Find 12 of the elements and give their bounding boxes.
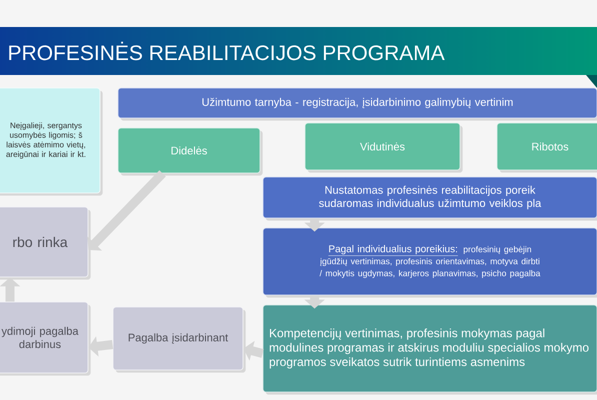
title: PROFESINĖS REABILITACIJOS PROGRAMA — [9, 42, 445, 60]
process-box: Kompetencijų vertinimas, profesinis mokymas pagal modulines programas ir atskirus moduliu specialios mokymo programos sveikatos sutrik turintiems asmenims — [262, 304, 597, 395]
category-box: Didelės — [118, 128, 263, 176]
process-box: Nustatomas profesinės reabilitacijos poreik sudaromas individualus užimtumo veiklos pla — [262, 176, 597, 221]
info-box: Neįgalieji, sergantys usomybės ligomis; š laisvės atėmimo vietų, areigūnai ir kariai ir kt. — [0, 88, 103, 196]
process-box: ydimoji pagalba darbinus — [0, 302, 91, 376]
category-box: Ribotos — [496, 122, 597, 173]
category-box: Vidutinės — [304, 122, 463, 173]
process-box: Pagal individualius poreikius: profesinių gebėjin įgūdžių vertinimas, profesinis orientavimas, motyva dirbti / mokytis ugdymas, karjeros planavimas, psicho pagalba — [262, 228, 597, 298]
process-box: Pagalba įsidarbinant — [112, 306, 246, 373]
process-box: Užimtumo tarnyba - registracija, įsidarbinimo galimybių vertinim — [118, 88, 597, 121]
process-box: rbo rinka — [0, 206, 91, 280]
